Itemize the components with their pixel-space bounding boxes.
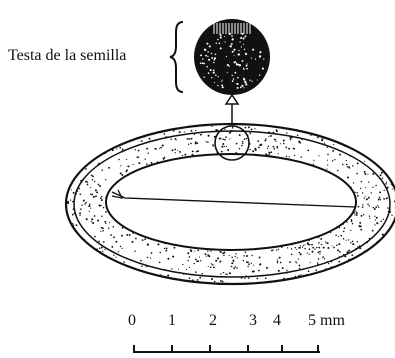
arrow-head [226, 95, 238, 104]
scale-label-2: 2 [209, 312, 217, 329]
scale-label-3: 3 [249, 312, 257, 329]
curly-brace [170, 22, 183, 92]
scale-label-4: 4 [273, 312, 281, 329]
scale-label-5mm: 5 mm [308, 312, 345, 329]
scale-bar [133, 345, 320, 353]
testa-label: Testa de la semilla [8, 47, 126, 64]
scale-label-0: 0 [128, 312, 136, 329]
scale-label-1: 1 [168, 312, 176, 329]
scale-labels: 0 1 2 3 4 5 mm [128, 312, 345, 329]
